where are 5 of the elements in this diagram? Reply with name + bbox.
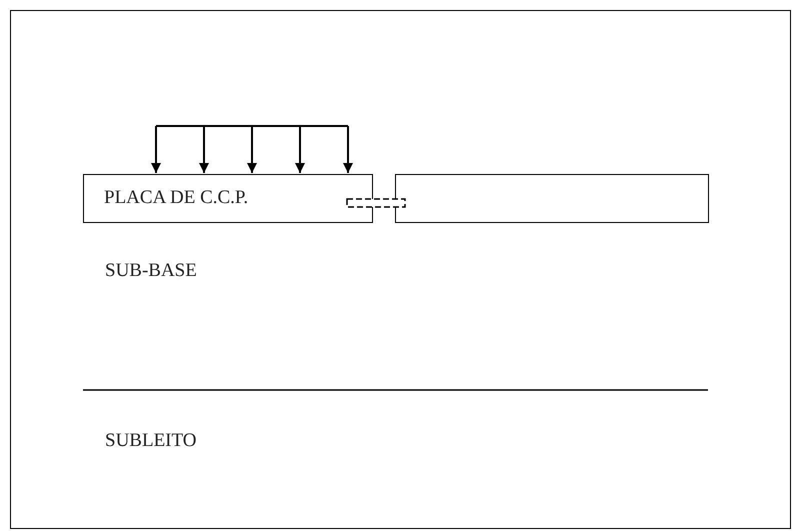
concrete-slab: [395, 174, 709, 223]
slab-label: PLACA DE C.C.P.: [104, 187, 248, 209]
concrete-slab: [83, 174, 373, 223]
layer-label: SUBLEITO: [105, 430, 196, 452]
layer-label: SUB-BASE: [105, 260, 197, 282]
